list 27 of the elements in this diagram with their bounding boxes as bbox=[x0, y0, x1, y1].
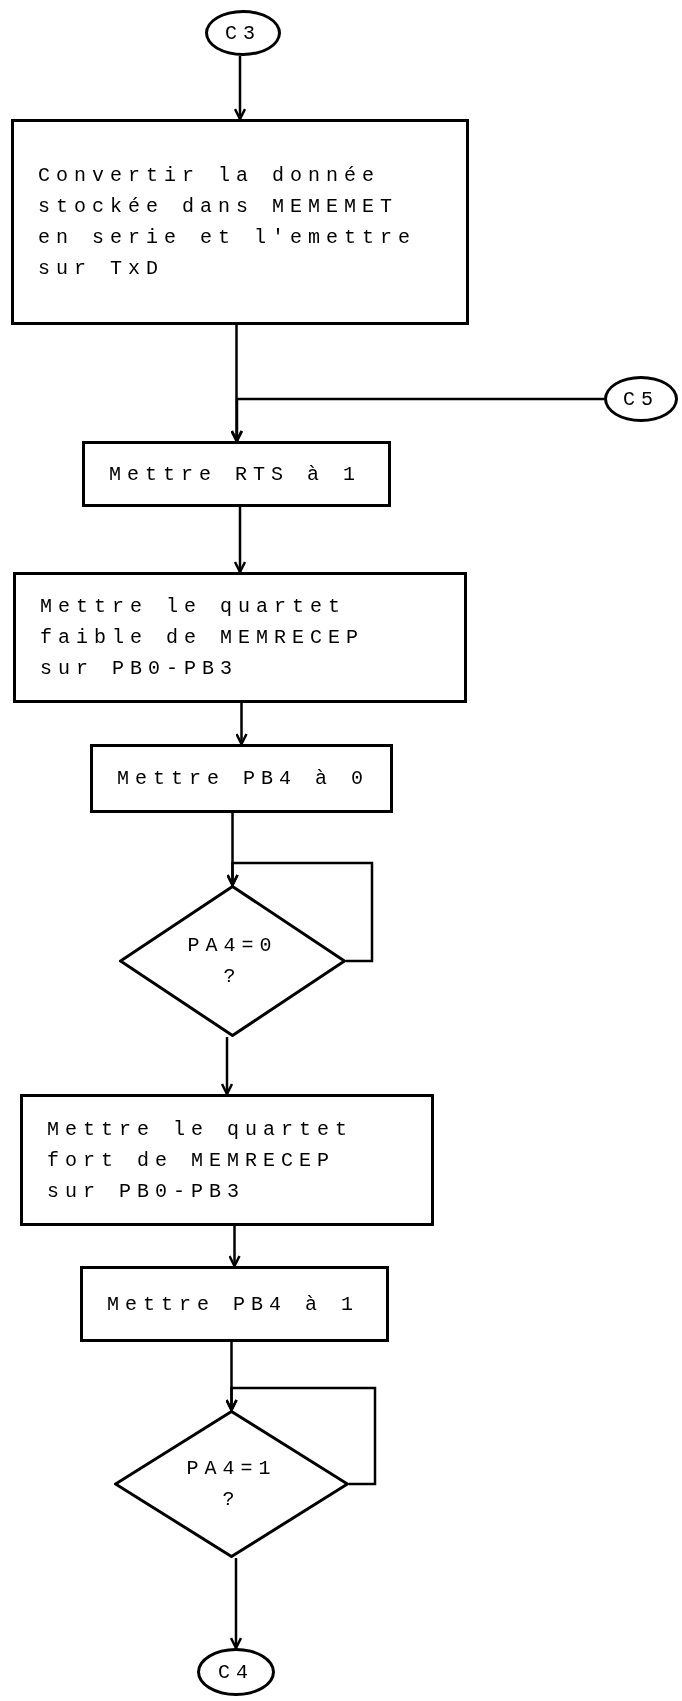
process-text: Convertir la donnée stockée dans MEMEMET en serie et l'emettre sur TxD bbox=[38, 163, 418, 282]
process-text: Mettre le quartet faible de MEMRECEP sur PB0-PB3 bbox=[40, 594, 366, 682]
decision-text: PA4=1 ? bbox=[185, 1456, 278, 1513]
arrow bbox=[233, 507, 247, 574]
arrow bbox=[230, 397, 604, 443]
process-text: Mettre PB4 à 1 bbox=[107, 1291, 360, 1318]
process-box bbox=[90, 744, 393, 813]
process-box bbox=[82, 441, 391, 507]
arrow bbox=[225, 1386, 377, 1486]
arrow bbox=[235, 703, 248, 746]
process-text: Mettre le quartet fort de MEMRECEP sur PB0-PB3 bbox=[47, 1116, 355, 1205]
connector-label: C3 bbox=[225, 20, 261, 47]
process-text: Mettre PB4 à 0 bbox=[117, 766, 370, 792]
arrow bbox=[220, 1037, 234, 1096]
process-box bbox=[13, 572, 467, 703]
connector-label: C5 bbox=[623, 386, 659, 413]
process-box bbox=[80, 1266, 389, 1342]
process-box bbox=[11, 119, 469, 325]
arrow bbox=[228, 1226, 241, 1268]
arrow bbox=[226, 861, 374, 963]
decision-text: PA4=0 ? bbox=[186, 933, 279, 990]
arrow bbox=[229, 1558, 243, 1650]
process-text: Mettre RTS à 1 bbox=[109, 461, 362, 488]
process-box bbox=[20, 1094, 434, 1226]
arrow bbox=[233, 56, 247, 121]
arrow bbox=[230, 325, 243, 443]
connector-label: C4 bbox=[218, 1659, 254, 1686]
